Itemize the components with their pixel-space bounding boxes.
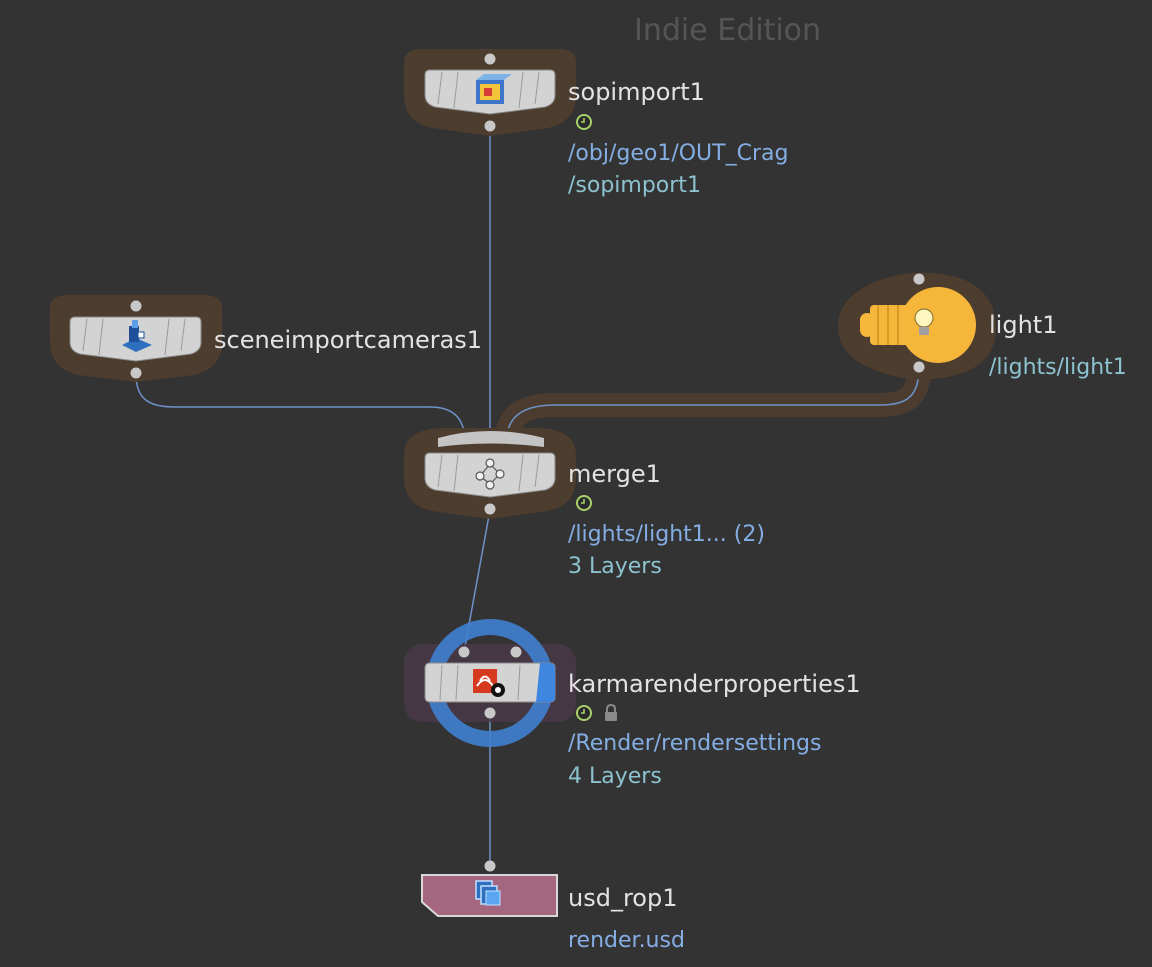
node-sopimport1[interactable] <box>404 49 576 136</box>
clock-icon <box>576 114 592 130</box>
node-sceneimportcameras1[interactable] <box>50 295 222 382</box>
node-layers-merge1: 3 Layers <box>568 554 662 579</box>
node-light1[interactable] <box>838 272 996 380</box>
node-path-karmarenderproperties1: /Render/rendersettings <box>568 731 822 756</box>
node-output-usd-rop1: render.usd <box>568 928 685 953</box>
output-connector[interactable] <box>484 503 496 515</box>
lightbulb-icon <box>914 308 934 335</box>
wire-sceneimport-to-merge[interactable] <box>135 373 465 433</box>
output-connector[interactable] <box>484 120 496 132</box>
node-name-sopimport1[interactable]: sopimport1 <box>568 78 705 106</box>
node-path-merge1: /lights/light1... (2) <box>568 522 765 547</box>
merge-input-bar[interactable] <box>438 431 544 447</box>
node-name-karmarenderproperties1[interactable]: karmarenderproperties1 <box>568 670 861 698</box>
node-name-usd-rop1[interactable]: usd_rop1 <box>568 884 678 912</box>
node-path-sopimport1-2: /sopimport1 <box>568 173 701 198</box>
node-layers-karmarenderproperties1: 4 Layers <box>568 764 662 789</box>
clock-icon <box>576 705 592 721</box>
node-name-sceneimportcameras1[interactable]: sceneimportcameras1 <box>214 326 483 354</box>
input-connector[interactable] <box>913 273 925 285</box>
wire-highlight-light <box>496 356 931 442</box>
lightbulb-node-body <box>860 287 976 363</box>
node-karmarenderproperties1[interactable] <box>404 619 576 747</box>
node-name-light1[interactable]: light1 <box>989 311 1058 339</box>
node-merge1[interactable] <box>404 428 576 519</box>
node-name-merge1[interactable]: merge1 <box>568 460 661 488</box>
output-connector[interactable] <box>130 367 142 379</box>
box-cube-icon <box>476 74 512 104</box>
wire-light-to-merge[interactable] <box>507 367 920 431</box>
node-path-light1: /lights/light1 <box>989 355 1127 380</box>
input-connector-1[interactable] <box>458 646 470 658</box>
clock-icon <box>576 495 592 511</box>
merge-graph-icon <box>475 458 505 490</box>
usd-layers-icon <box>475 880 501 906</box>
output-connector[interactable] <box>484 707 496 719</box>
input-connector-2[interactable] <box>510 646 522 658</box>
node-usd-rop1[interactable] <box>421 860 558 917</box>
edition-watermark: Indie Edition <box>634 13 822 48</box>
karma-render-icon <box>473 669 505 697</box>
scene-camera-icon <box>122 320 152 352</box>
input-connector[interactable] <box>130 300 142 312</box>
node-path-sopimport1: /obj/geo1/OUT_Crag <box>568 141 789 166</box>
input-connector[interactable] <box>484 860 496 872</box>
input-connector[interactable] <box>484 53 496 65</box>
output-connector[interactable] <box>913 361 925 373</box>
display-flag[interactable] <box>536 663 555 702</box>
lock-icon[interactable] <box>602 703 620 722</box>
